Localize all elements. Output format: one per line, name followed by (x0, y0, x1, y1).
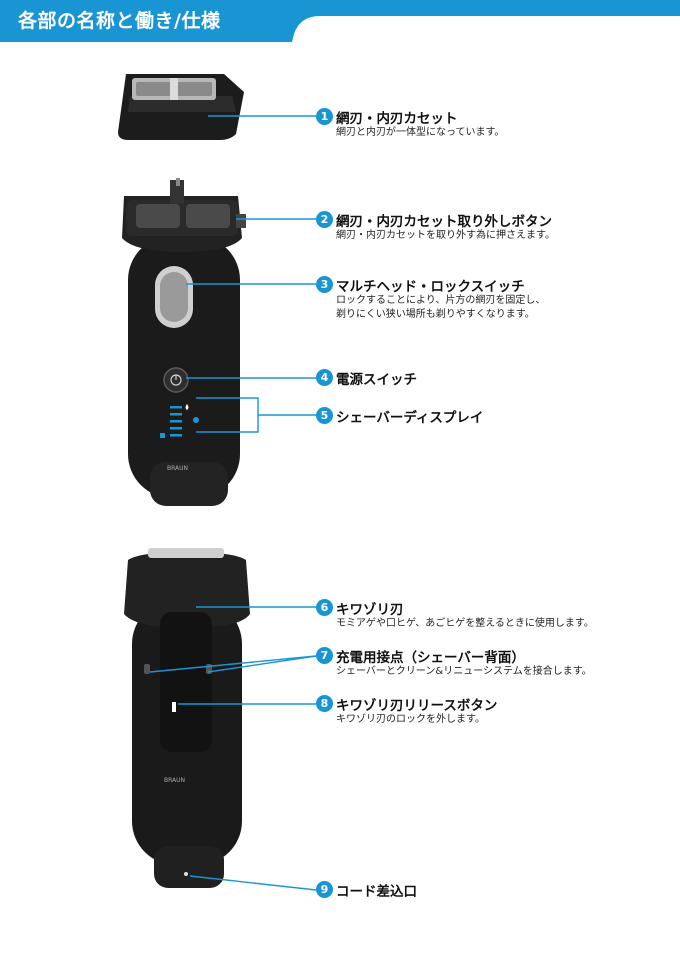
part-number-badge: 7 (316, 647, 333, 664)
part-title: シェーバーディスプレイ (336, 406, 483, 426)
part-number-badge: 1 (316, 108, 333, 125)
brand-logo-front: BRAUN (167, 465, 188, 472)
part-description: 網刃・内刃カセットを取り外す為に押さえます。 (336, 229, 555, 243)
part-title: コード差込口 (336, 880, 417, 900)
part-description: 網刃と内刃が一体型になっています。 (336, 126, 505, 140)
part-description: モミアゲや口ヒゲ、あごヒゲを整えるときに使用します。 (336, 617, 594, 631)
shaver-front-image: BRAUN (122, 178, 246, 506)
part-number-badge: 9 (316, 881, 333, 898)
brand-logo-back: BRAUN (164, 777, 185, 784)
part-description: ロックすることにより、片方の網刃を固定し、 剃りにくい狭い場所も剃りやすくなりま… (336, 294, 545, 322)
part-title: 電源スイッチ (336, 368, 417, 388)
part-number-badge: 6 (316, 599, 333, 616)
part-title: キワゾリ刃 (336, 598, 404, 618)
part-number-badge: 3 (316, 276, 333, 293)
blade-cassette-image (118, 74, 244, 140)
part-title: 網刃・内刃カセット (336, 107, 458, 127)
part-title: キワゾリ刃リリースボタン (336, 694, 497, 714)
part-number-badge: 4 (316, 369, 333, 386)
part-title: 充電用接点（シェーバー背面） (336, 646, 525, 666)
part-title: マルチヘッド・ロックスイッチ (336, 275, 525, 295)
shaver-back-image: BRAUN (124, 548, 250, 888)
part-description: シェーバーとクリーン&リニューシステムを接合します。 (336, 665, 592, 679)
part-description: キワゾリ刃のロックを外します。 (336, 713, 485, 727)
part-title: 網刃・内刃カセット取り外しボタン (336, 210, 552, 230)
part-number-badge: 2 (316, 211, 333, 228)
part-number-badge: 5 (316, 407, 333, 424)
part-number-badge: 8 (316, 695, 333, 712)
